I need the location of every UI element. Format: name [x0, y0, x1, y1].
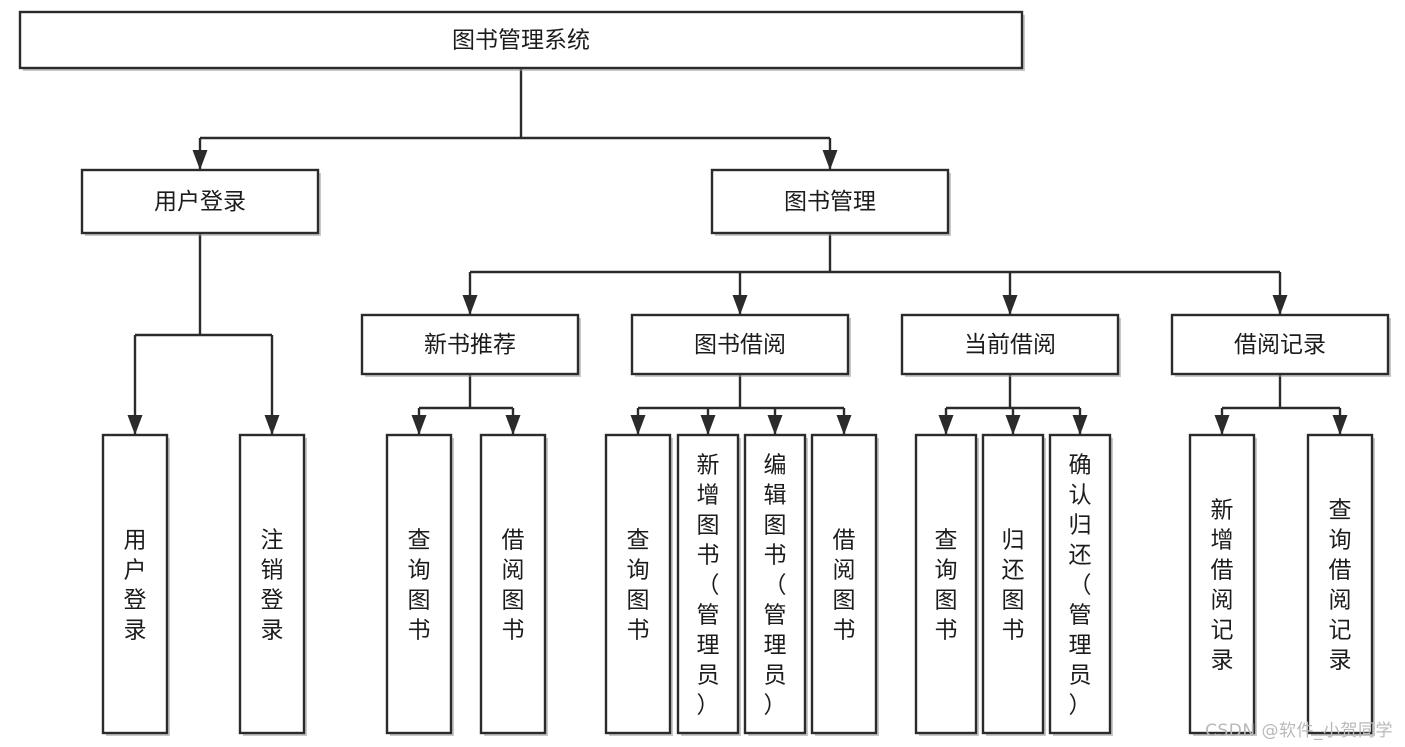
node-l-add-book[interactable]: 新增图书（管理员） [676, 433, 741, 736]
node-box[interactable] [630, 313, 850, 376]
node-box[interactable] [1170, 313, 1390, 376]
connector-layer [127, 68, 1348, 435]
node-label: 用户登录 [154, 189, 246, 215]
node-label: 确认归还（管理员） [1069, 452, 1092, 718]
node-n-new-book-rec[interactable]: 新书推荐 [360, 313, 581, 377]
node-box[interactable] [604, 433, 672, 735]
node-box[interactable] [80, 168, 320, 235]
node-box[interactable] [1188, 433, 1256, 735]
node-box[interactable] [1306, 433, 1374, 735]
node-box[interactable] [18, 10, 1024, 70]
node-l-user-login[interactable]: 用户登录 [101, 433, 170, 736]
node-n-book-borrow[interactable]: 图书借阅 [630, 313, 851, 377]
node-label: 归还图书 [1002, 527, 1025, 643]
node-box[interactable] [360, 313, 580, 376]
node-box[interactable] [900, 313, 1120, 376]
node-l-return-book[interactable]: 归还图书 [981, 433, 1046, 736]
node-label: 借阅图书 [502, 527, 525, 643]
node-label: 借阅记录 [1234, 332, 1326, 358]
node-box[interactable] [101, 433, 169, 735]
node-label: 查询图书 [627, 527, 650, 643]
node-label: 查询图书 [935, 527, 958, 643]
node-label: 查询图书 [408, 527, 431, 643]
node-l-query-book-3[interactable]: 查询图书 [914, 433, 979, 736]
node-l-add-record[interactable]: 新增借阅记录 [1188, 433, 1257, 736]
node-label: 用户登录 [124, 527, 147, 643]
node-label: 查询借阅记录 [1329, 497, 1352, 673]
node-label: 注销登录 [261, 527, 284, 643]
node-label: 图书管理系统 [452, 28, 590, 54]
node-label: 当前借阅 [964, 332, 1056, 358]
node-box[interactable] [810, 433, 878, 735]
node-label: 新增借阅记录 [1211, 497, 1234, 673]
node-l-query-book-1[interactable]: 查询图书 [385, 433, 454, 736]
node-box[interactable] [238, 433, 306, 735]
node-box[interactable] [1048, 433, 1112, 735]
node-l-borrow-book-1[interactable]: 借阅图书 [479, 433, 548, 736]
node-label: 图书借阅 [694, 332, 786, 358]
node-box[interactable] [914, 433, 978, 735]
node-label: 借阅图书 [833, 527, 856, 643]
node-l-confirm-return[interactable]: 确认归还（管理员） [1048, 433, 1113, 736]
node-n-current-borrow[interactable]: 当前借阅 [900, 313, 1121, 377]
node-n-borrow-record[interactable]: 借阅记录 [1170, 313, 1391, 377]
node-l-query-book-2[interactable]: 查询图书 [604, 433, 673, 736]
node-l-borrow-book-2[interactable]: 借阅图书 [810, 433, 879, 736]
node-label: 新书推荐 [424, 332, 516, 358]
node-box[interactable] [981, 433, 1045, 735]
node-n-book-mgmt[interactable]: 图书管理 [710, 168, 951, 236]
node-l-query-record[interactable]: 查询借阅记录 [1306, 433, 1375, 736]
node-box[interactable] [385, 433, 453, 735]
node-box[interactable] [676, 433, 740, 735]
node-label: 图书管理 [784, 189, 876, 215]
csdn-watermark: CSDN @软件_小贺同学 [1205, 721, 1393, 741]
node-l-logout[interactable]: 注销登录 [238, 433, 307, 736]
node-layer: 图书管理系统用户登录图书管理新书推荐图书借阅当前借阅借阅记录用户登录注销登录查询… [18, 10, 1391, 736]
node-root[interactable]: 图书管理系统 [18, 10, 1025, 71]
node-box[interactable] [479, 433, 547, 735]
node-n-user-login[interactable]: 用户登录 [80, 168, 321, 236]
node-box[interactable] [743, 433, 807, 735]
node-label: 编辑图书（管理员） [764, 452, 787, 718]
node-label: 新增图书（管理员） [697, 452, 720, 718]
node-box[interactable] [710, 168, 950, 235]
node-l-edit-book[interactable]: 编辑图书（管理员） [743, 433, 808, 736]
